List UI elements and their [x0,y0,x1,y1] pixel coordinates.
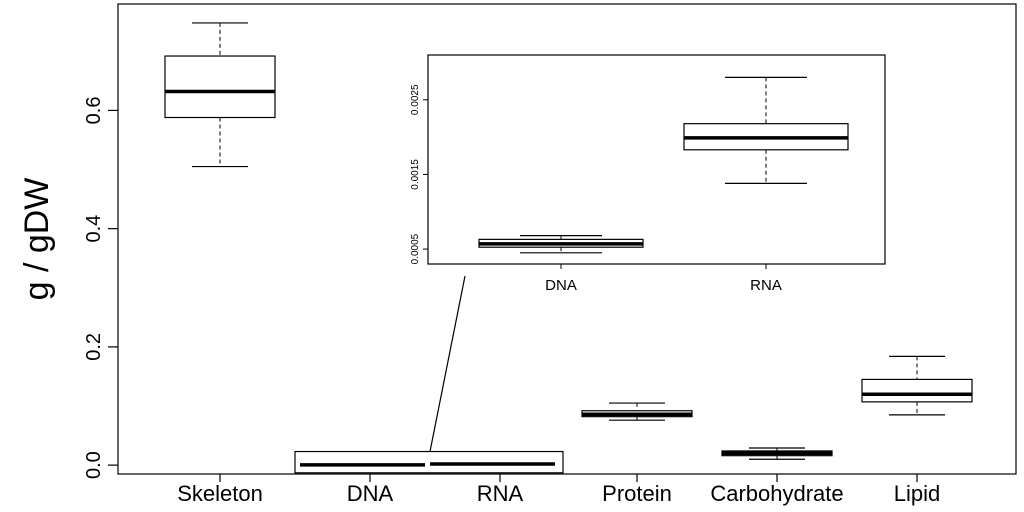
highlight-box [294,450,564,474]
inset-x-tick-label: DNA [545,277,577,294]
x-tick-label: Lipid [894,481,940,506]
inset-box-rna [683,76,849,184]
box-lipid [861,355,973,416]
inset-y-tick-label: 0.0005 [410,233,421,264]
y-tick-label: 0.6 [83,97,105,125]
inset-frame [427,54,886,265]
box-iqr [164,55,276,119]
y-tick-label: 0.2 [83,333,105,361]
inset-connector-line [429,275,466,452]
x-tick-label: Skeleton [177,481,263,506]
x-tick-label: Carbohydrate [710,481,843,506]
box-carbohydrate [721,447,833,460]
inset-y-tick-label: 0.0015 [410,159,421,190]
box-iqr [861,378,973,403]
main-plot: 0.0 0.2 0.4 0.6 g / gDW Skeleton DNA RNA Protein… [18,3,1017,506]
inset-x-tick-label: RNA [750,277,782,294]
inset-y-tick-label: 0.0025 [410,84,421,115]
x-tick-label: DNA [347,481,394,506]
inset-box-dna [478,235,644,254]
box-protein [581,402,693,421]
y-tick-label: 0.4 [83,215,105,243]
y-axis-label: g / gDW [18,178,56,301]
x-tick-label: Protein [602,481,672,506]
y-tick-label: 0.0 [83,451,105,479]
box-skeleton [164,22,276,168]
plot-frame [117,3,1017,475]
x-tick-label: RNA [477,481,524,506]
